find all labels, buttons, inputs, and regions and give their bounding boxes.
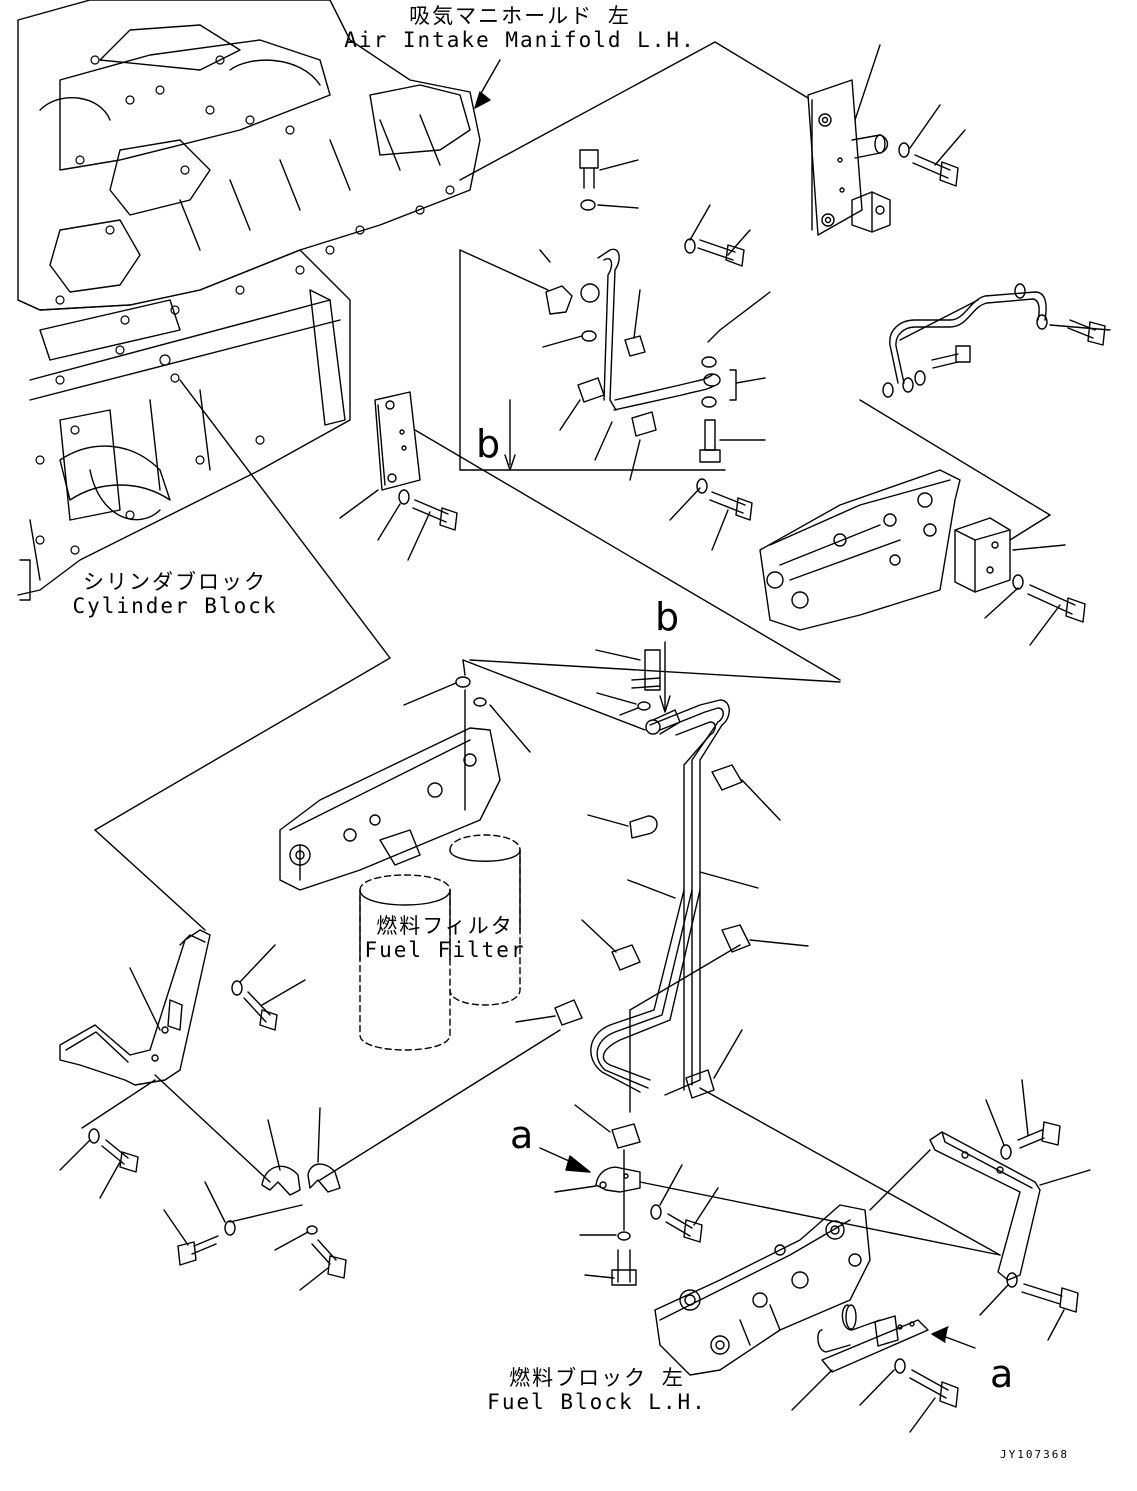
fuel-block-label-ja: 燃料ブロック 左 xyxy=(509,1366,685,1390)
air-intake-manifold-label-en: Air Intake Manifold L.H. xyxy=(344,28,696,52)
cylinder-block-label-ja: シリンダブロック xyxy=(83,570,267,594)
middle-clips xyxy=(515,764,1001,1256)
middle-fuel-tube xyxy=(590,641,730,1096)
reference-mark-b-middle: b xyxy=(655,595,680,639)
upper-leaders xyxy=(459,41,809,471)
bottom-middle-clamp xyxy=(554,1149,1001,1286)
cylinder-block-label-en: Cylinder Block xyxy=(72,594,278,618)
bottom-left-bracket xyxy=(59,929,306,1199)
fuel-block xyxy=(654,1204,871,1376)
upper-tube-assembly xyxy=(539,149,771,551)
bottom-left-clamps xyxy=(163,1029,561,1291)
upper-bracket-plate xyxy=(807,79,891,236)
reference-mark-b-top: b xyxy=(476,422,501,466)
bottom-right-bracket xyxy=(869,1079,1091,1341)
air-intake-manifold-label-ja: 吸気マニホールド 左 xyxy=(409,4,631,28)
reference-mark-a-right: a xyxy=(990,1352,1014,1396)
washer-bolt-set-1 xyxy=(854,44,966,187)
fuel-block-bracket xyxy=(791,1304,959,1433)
reference-arrows xyxy=(474,59,976,1349)
small-tube xyxy=(859,283,1111,516)
document-id: JY107368 xyxy=(1000,1448,1069,1461)
left-middle-plate xyxy=(94,379,841,931)
reference-mark-a-left: a xyxy=(510,1113,534,1157)
fuel-block-label-en: Fuel Block L.H. xyxy=(487,1390,707,1414)
fuel-filter-label-en: Fuel Filter xyxy=(364,938,526,962)
block-bolt-heads xyxy=(35,55,455,555)
fuel-filter-label-ja: 燃料フィルタ xyxy=(376,914,514,938)
fuel-filter xyxy=(279,659,841,1051)
cylinder-block xyxy=(17,0,481,601)
valve-block xyxy=(759,469,1086,646)
